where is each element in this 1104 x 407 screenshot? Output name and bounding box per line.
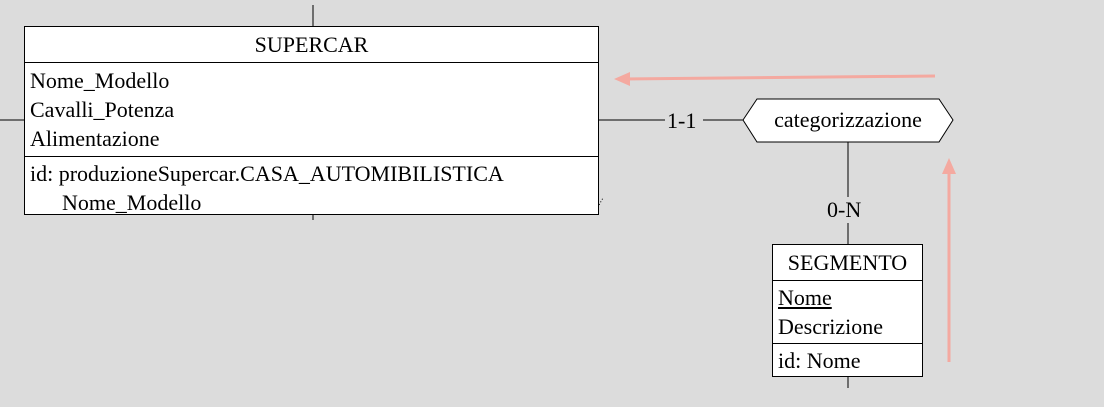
identifier-line-2: Nome_Modello: [62, 190, 202, 215]
attribute-nome-key: Nome: [778, 285, 832, 310]
identifier-line-1: id: produzioneSupercar.CASA_AUTOMIBILIST…: [30, 161, 504, 186]
entity-segmento-identifier: id: Nome: [773, 344, 922, 375]
annotation-arrow-left: [614, 72, 936, 86]
relationship-categorizzazione-label: categorizzazione: [774, 107, 922, 132]
cardinality-segmento: 0-N: [825, 197, 864, 223]
entity-supercar-attributes: Nome_Modello Cavalli_Potenza Alimentazio…: [25, 63, 598, 157]
attribute-nome-modello: Nome_Modello: [30, 68, 170, 93]
connector-diagonal-stub: [595, 197, 604, 211]
entity-segmento[interactable]: SEGMENTO Nome Descrizione id: Nome: [772, 244, 923, 377]
relationship-categorizzazione-shape[interactable]: [742, 98, 954, 143]
attribute-cavalli-potenza: Cavalli_Potenza: [30, 97, 175, 122]
entity-supercar-title: SUPERCAR: [25, 27, 598, 63]
entity-segmento-attributes: Nome Descrizione: [773, 281, 922, 344]
entity-supercar-identifier: id: produzioneSupercar.CASA_AUTOMIBILIST…: [25, 157, 598, 217]
entity-segmento-title: SEGMENTO: [773, 245, 922, 281]
attribute-descrizione: Descrizione: [778, 314, 884, 339]
entity-supercar[interactable]: SUPERCAR Nome_Modello Cavalli_Potenza Al…: [24, 26, 599, 215]
identifier-nome: id: Nome: [778, 348, 861, 373]
cardinality-supercar: 1-1: [665, 108, 699, 134]
annotation-arrow-up: [942, 158, 956, 362]
attribute-alimentazione: Alimentazione: [30, 126, 160, 151]
